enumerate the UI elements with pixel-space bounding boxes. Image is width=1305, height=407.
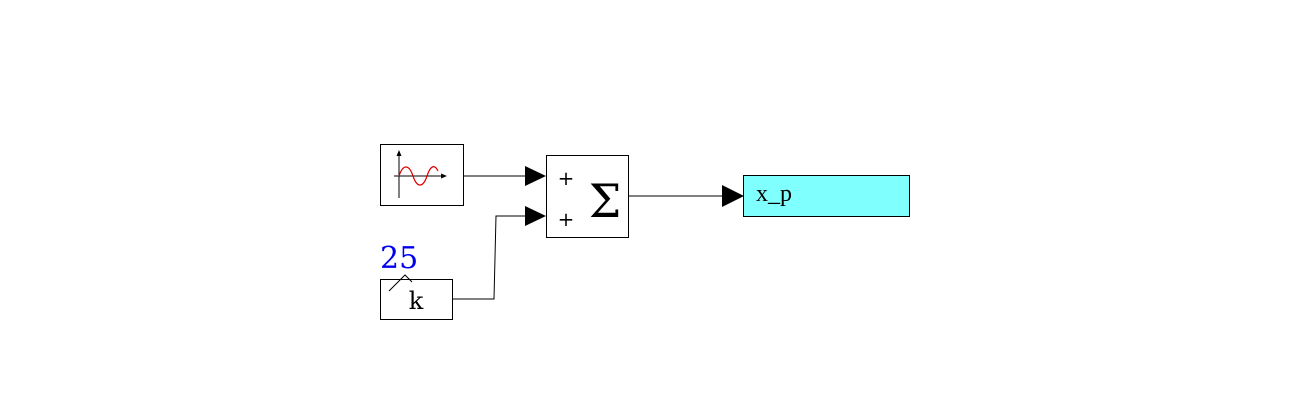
link-sine-to-sum[interactable] [464, 166, 546, 186]
link-sum-to-output[interactable] [629, 185, 744, 207]
sum-input-sign-2: + [558, 207, 575, 231]
constant-block-label: k [409, 287, 424, 315]
arrowhead-icon [722, 185, 744, 207]
output-block[interactable]: x_p [743, 175, 910, 217]
sum-input-sign-1: + [558, 166, 575, 190]
constant-block[interactable]: k [380, 279, 453, 320]
output-block-label: x_p [756, 181, 792, 207]
arrowhead-icon [525, 206, 546, 226]
sine-source-block[interactable] [380, 144, 464, 206]
sine-wave-icon [394, 150, 447, 198]
sum-block[interactable]: + + Σ [546, 155, 629, 238]
arrowhead-icon [525, 166, 546, 186]
constant-value-label: 25 [380, 241, 418, 276]
sigma-symbol: Σ [589, 174, 622, 228]
link-constant-to-sum[interactable] [453, 206, 546, 300]
parameter-marker-icon [388, 274, 413, 292]
